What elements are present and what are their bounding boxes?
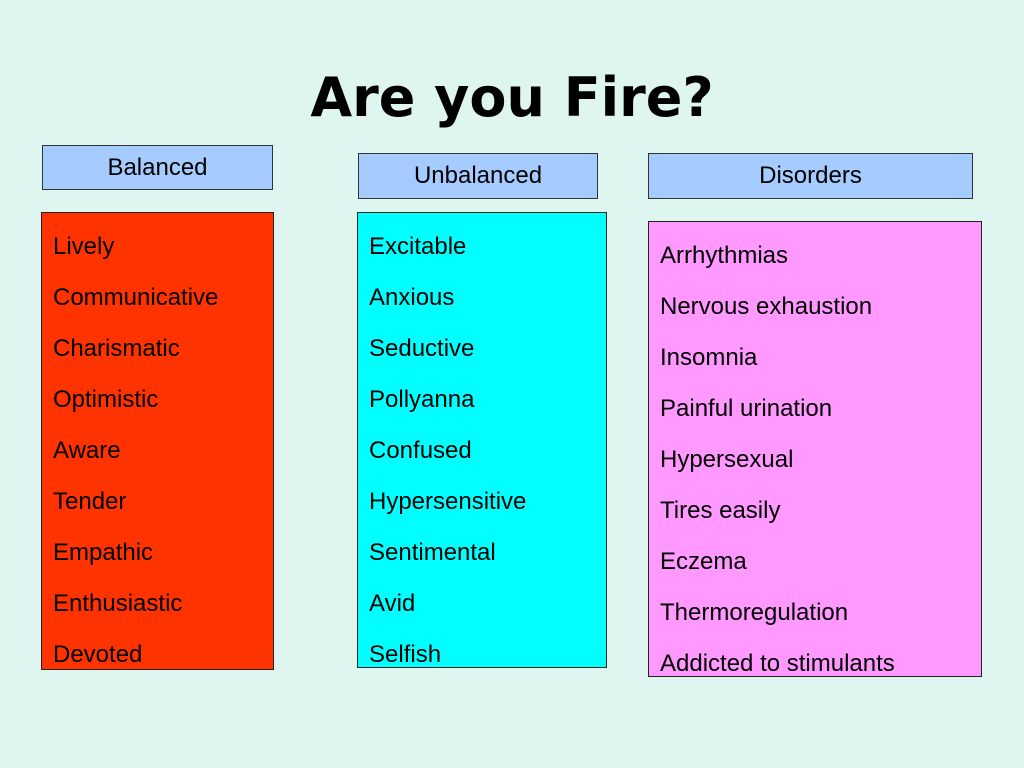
column-header-label: Balanced [107,153,208,181]
list-item: Nervous exhaustion [660,293,873,320]
list-item: Avid [369,590,416,617]
list-item: Eczema [660,548,747,575]
unbalanced-traits-list: Excitable Anxious Seductive Pollyanna Co… [357,212,607,668]
list-item: Painful urination [660,395,833,422]
list-item: Anxious [369,284,455,311]
list-item: Devoted [53,641,143,668]
list-item: Charismatic [53,335,180,362]
list-item: Insomnia [660,344,758,371]
list-item: Arrhythmias [660,242,789,269]
list-item: Hypersensitive [369,488,527,515]
list-item: Addicted to stimulants [660,650,895,677]
list-item: Optimistic [53,386,159,413]
list-item: Confused [369,437,472,464]
list-item: Empathic [53,539,154,566]
list-item: Enthusiastic [53,590,183,617]
disorders-list: Arrhythmias Nervous exhaustion Insomnia … [648,221,982,677]
column-header-unbalanced: Unbalanced [358,153,598,199]
list-item: Selfish [369,641,442,668]
column-header-balanced: Balanced [42,145,273,190]
balanced-traits-list: Lively Communicative Charismatic Optimis… [41,212,274,670]
slide-title: Are you Fire? [310,66,714,129]
list-item: Tires easily [660,497,781,524]
list-item: Seductive [369,335,475,362]
list-item: Communicative [53,284,219,311]
list-item: Aware [53,437,121,464]
list-item: Sentimental [369,539,496,566]
column-header-label: Disorders [759,162,862,189]
column-header-disorders: Disorders [648,153,973,199]
list-item: Excitable [369,233,467,260]
column-header-label: Unbalanced [413,162,543,189]
list-item: Pollyanna [369,386,475,413]
list-item: Lively [53,233,115,260]
list-item: Tender [53,488,127,515]
list-item: Hypersexual [660,446,794,473]
list-item: Thermoregulation [660,599,849,626]
